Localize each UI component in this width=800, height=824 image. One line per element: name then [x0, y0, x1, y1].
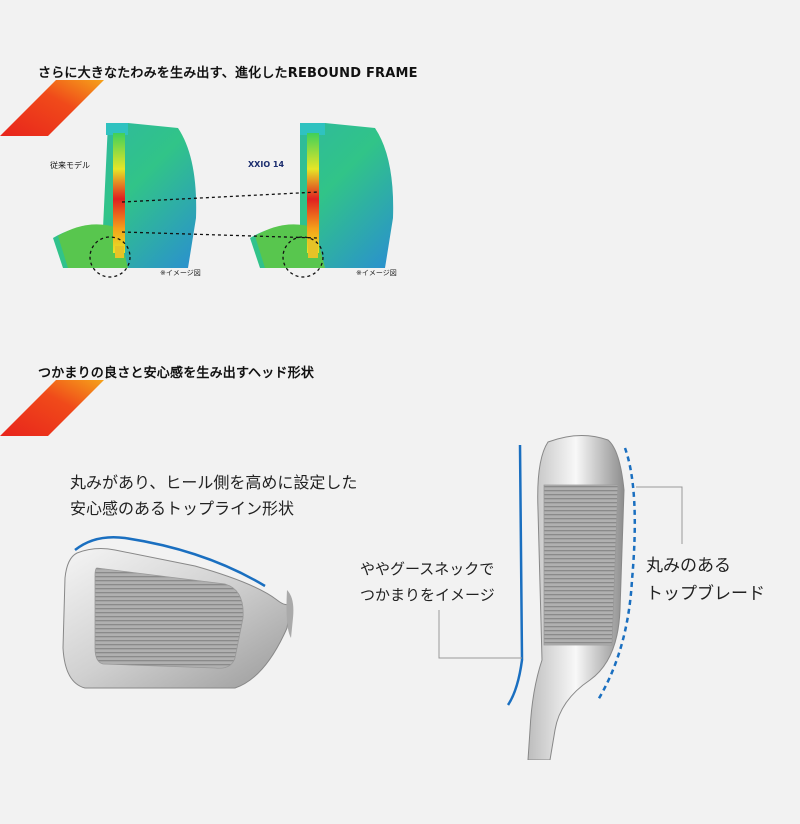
callout-mid-leader — [438, 610, 522, 659]
callout-right-line-1: 丸みのある — [646, 556, 731, 576]
section-title-head-shape: つかまりの良さと安心感を生み出すヘッド形状 — [38, 366, 315, 381]
comparison-dashed-lines — [121, 191, 319, 239]
callout-gooseneck: ややグースネックで つかまりをイメージ — [360, 556, 495, 608]
callout-left-line-1: 丸みがあり、ヒール側を高めに設定した — [70, 473, 358, 492]
label-xxio14-model: XXIO 14 — [248, 160, 285, 169]
callout-top-blade: 丸みのある トップブレード — [646, 552, 765, 608]
note-image-left: ※イメージ図 — [160, 269, 201, 277]
iron-face-view — [62, 536, 294, 689]
callout-mid-line-1: ややグースネックで — [360, 560, 495, 578]
callout-mid-line-2: つかまりをイメージ — [360, 586, 495, 604]
section-title-rebound-frame: さらに大きなたわみを生み出す、進化したREBOUND FRAME — [38, 66, 418, 81]
note-image-right: ※イメージ図 — [356, 269, 397, 277]
label-conventional-model: 従来モデル — [50, 161, 90, 170]
callout-left-line-2: 安心感のあるトップライン形状 — [70, 499, 295, 518]
callout-right-line-2: トップブレード — [646, 584, 765, 604]
callout-right-leader — [636, 486, 683, 544]
accent-stripe-1 — [0, 80, 104, 136]
fea-image-xxio14 — [250, 123, 394, 278]
iron-front-view — [506, 435, 637, 760]
accent-stripe-2 — [0, 380, 104, 436]
callout-topline-shape: 丸みがあり、ヒール側を高めに設定した 安心感のあるトップライン形状 — [70, 470, 357, 522]
fea-image-conventional — [53, 123, 197, 278]
